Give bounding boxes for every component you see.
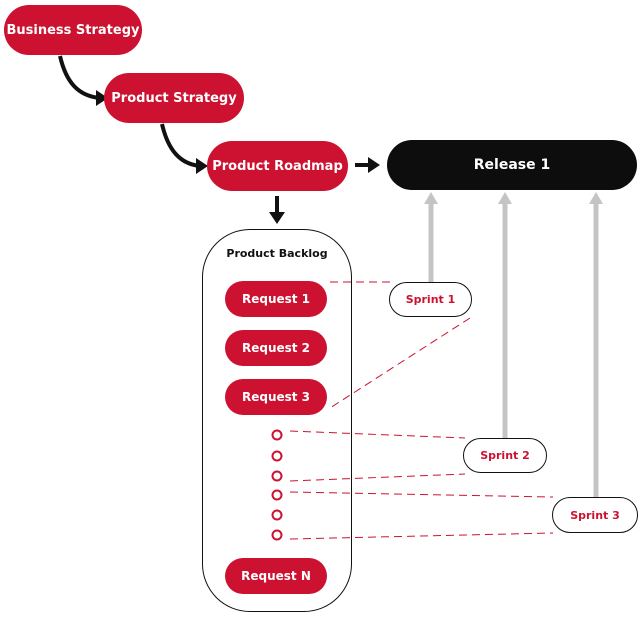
arrow-product-strategy-to-roadmap bbox=[160, 123, 201, 168]
sprint-node: Sprint 1 bbox=[389, 282, 472, 317]
dashed-link bbox=[329, 317, 471, 409]
product-backlog-title: Product Backlog bbox=[226, 247, 328, 260]
dashed-link bbox=[289, 473, 466, 482]
sprint-node: Sprint 2 bbox=[463, 438, 547, 473]
backlog-item-placeholder bbox=[271, 470, 283, 482]
dashed-link bbox=[289, 491, 554, 498]
product-strategy-node: Product Strategy bbox=[104, 73, 244, 123]
dashed-link bbox=[289, 430, 466, 439]
request-item: Request 3 bbox=[225, 379, 327, 415]
arrow-head bbox=[498, 192, 512, 204]
sprint-node: Sprint 3 bbox=[552, 497, 638, 533]
backlog-item-placeholder bbox=[271, 529, 283, 541]
business-strategy-node: Business Strategy bbox=[4, 5, 142, 55]
product-backlog-container bbox=[202, 229, 352, 612]
release-node: Release 1 bbox=[387, 140, 637, 190]
backlog-item-placeholder bbox=[271, 429, 283, 441]
request-item: Request 2 bbox=[225, 330, 327, 366]
backlog-item-placeholder bbox=[271, 489, 283, 501]
arrow-business-to-product-strategy bbox=[58, 55, 101, 100]
dashed-link bbox=[289, 532, 554, 540]
arrow-head bbox=[424, 192, 438, 204]
arrow-head bbox=[589, 192, 603, 204]
arrow-head bbox=[196, 158, 208, 174]
product-roadmap-node: Product Roadmap bbox=[207, 141, 348, 191]
arrow-head bbox=[368, 157, 380, 173]
request-item: Request N bbox=[225, 558, 327, 594]
backlog-item-placeholder bbox=[271, 450, 283, 462]
arrow-head bbox=[269, 212, 285, 224]
arrow-head bbox=[96, 90, 108, 106]
backlog-item-placeholder bbox=[271, 509, 283, 521]
request-item: Request 1 bbox=[225, 281, 327, 317]
